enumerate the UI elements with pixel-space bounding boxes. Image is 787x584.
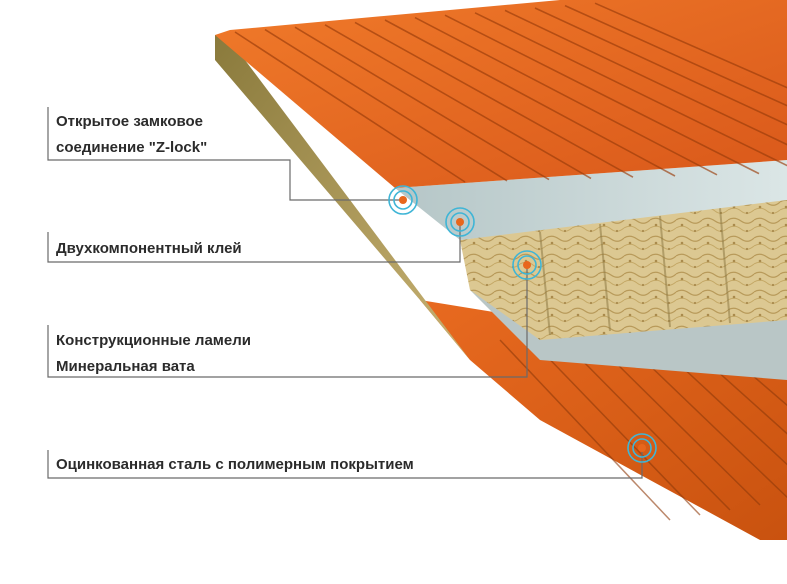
rib-line <box>324 24 592 180</box>
label-z-lock-line1: Открытое замковое <box>56 113 203 130</box>
rib-line <box>599 223 611 332</box>
rib-line <box>751 374 787 407</box>
leader-lamellae <box>47 265 528 378</box>
rib-line <box>539 231 551 336</box>
target-ring-icon <box>512 250 542 280</box>
rib-line <box>414 16 718 176</box>
label-lamellae-line2: Минеральная вата <box>56 358 195 375</box>
leader-glue <box>47 222 461 263</box>
rib-line <box>354 21 634 178</box>
rib-line <box>234 31 466 183</box>
label-steel: Оцинкованная сталь с полимерным покрытие… <box>56 456 414 473</box>
label-z-lock-line2: соединение "Z-lock" <box>56 139 207 156</box>
rib-line <box>499 339 671 521</box>
rib-line <box>264 28 508 182</box>
rib-line <box>474 12 787 167</box>
rib-line <box>535 344 701 516</box>
rib-line <box>444 14 760 175</box>
rib-line <box>384 19 676 177</box>
rib-line <box>679 364 787 466</box>
rib-line <box>715 369 787 435</box>
rib-line <box>294 26 550 181</box>
panel-side-wall <box>215 35 470 360</box>
rib-line <box>534 7 787 126</box>
label-glue: Двухкомпонентный клей <box>56 240 242 257</box>
leader-z-lock <box>47 107 403 201</box>
target-ring-icon <box>388 185 418 215</box>
rib-line <box>607 354 761 506</box>
mineral-wool-core <box>460 195 787 340</box>
leader-steel <box>47 448 643 479</box>
rib-line <box>719 207 731 324</box>
rib-line <box>571 349 731 511</box>
label-lamellae-line1: Конструкционные ламели <box>56 332 251 349</box>
glue-layer <box>395 160 787 240</box>
rib-line <box>564 4 787 107</box>
target-ring-icon <box>627 433 657 463</box>
target-ring-icon <box>445 207 475 237</box>
rib-line <box>643 359 787 499</box>
rib-line <box>594 2 787 89</box>
rib-line <box>659 215 671 328</box>
